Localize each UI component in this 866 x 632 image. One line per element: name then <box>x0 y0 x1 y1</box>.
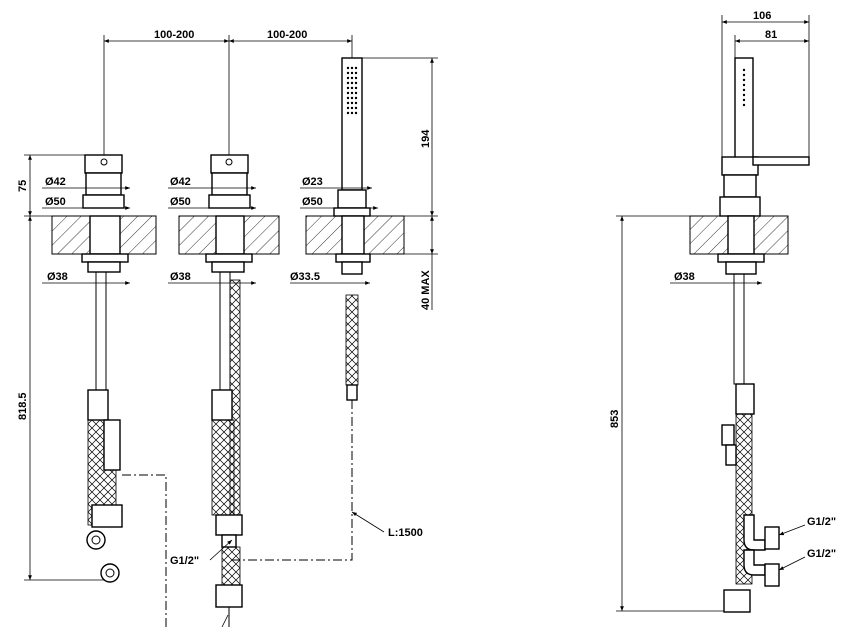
spray-holes <box>346 66 358 115</box>
dim-side-106: 106 <box>753 10 771 22</box>
dim-hose-length: L:1500 <box>388 527 423 539</box>
dim-spacing-left: 100-200 <box>154 29 194 41</box>
dim-side-81: 81 <box>765 29 777 41</box>
dim-d50-left: Ø50 <box>45 196 66 208</box>
dim-height-40-max: 40 MAX <box>420 270 432 310</box>
dim-d38-middle: Ø38 <box>170 271 191 283</box>
dim-d38-left: Ø38 <box>47 271 68 283</box>
dimension-lines <box>24 35 438 628</box>
dim-d42-left: Ø42 <box>45 176 66 188</box>
side-view <box>689 57 810 613</box>
dim-d33-5: Ø33.5 <box>290 271 320 283</box>
connection-line <box>122 474 167 627</box>
dim-thread-left: G1/2" <box>170 555 199 567</box>
side-dimension-lines <box>616 15 810 612</box>
dim-d50-shower: Ø50 <box>302 196 323 208</box>
dim-side-thread-1: G1/2" <box>807 516 836 528</box>
dim-d42-middle: Ø42 <box>170 176 191 188</box>
hand-shower <box>229 57 405 561</box>
dim-side-853: 853 <box>609 410 621 428</box>
dim-height-194: 194 <box>420 129 432 148</box>
dim-height-75: 75 <box>17 180 29 192</box>
dim-d50-middle: Ø50 <box>170 196 191 208</box>
dim-d23: Ø23 <box>302 176 323 188</box>
valve-left <box>51 154 157 583</box>
dim-side-d38: Ø38 <box>674 271 695 283</box>
dim-side-thread-2: G1/2" <box>807 548 836 560</box>
dim-spacing-right: 100-200 <box>267 29 307 41</box>
dim-length-818-5: 818.5 <box>17 392 29 420</box>
